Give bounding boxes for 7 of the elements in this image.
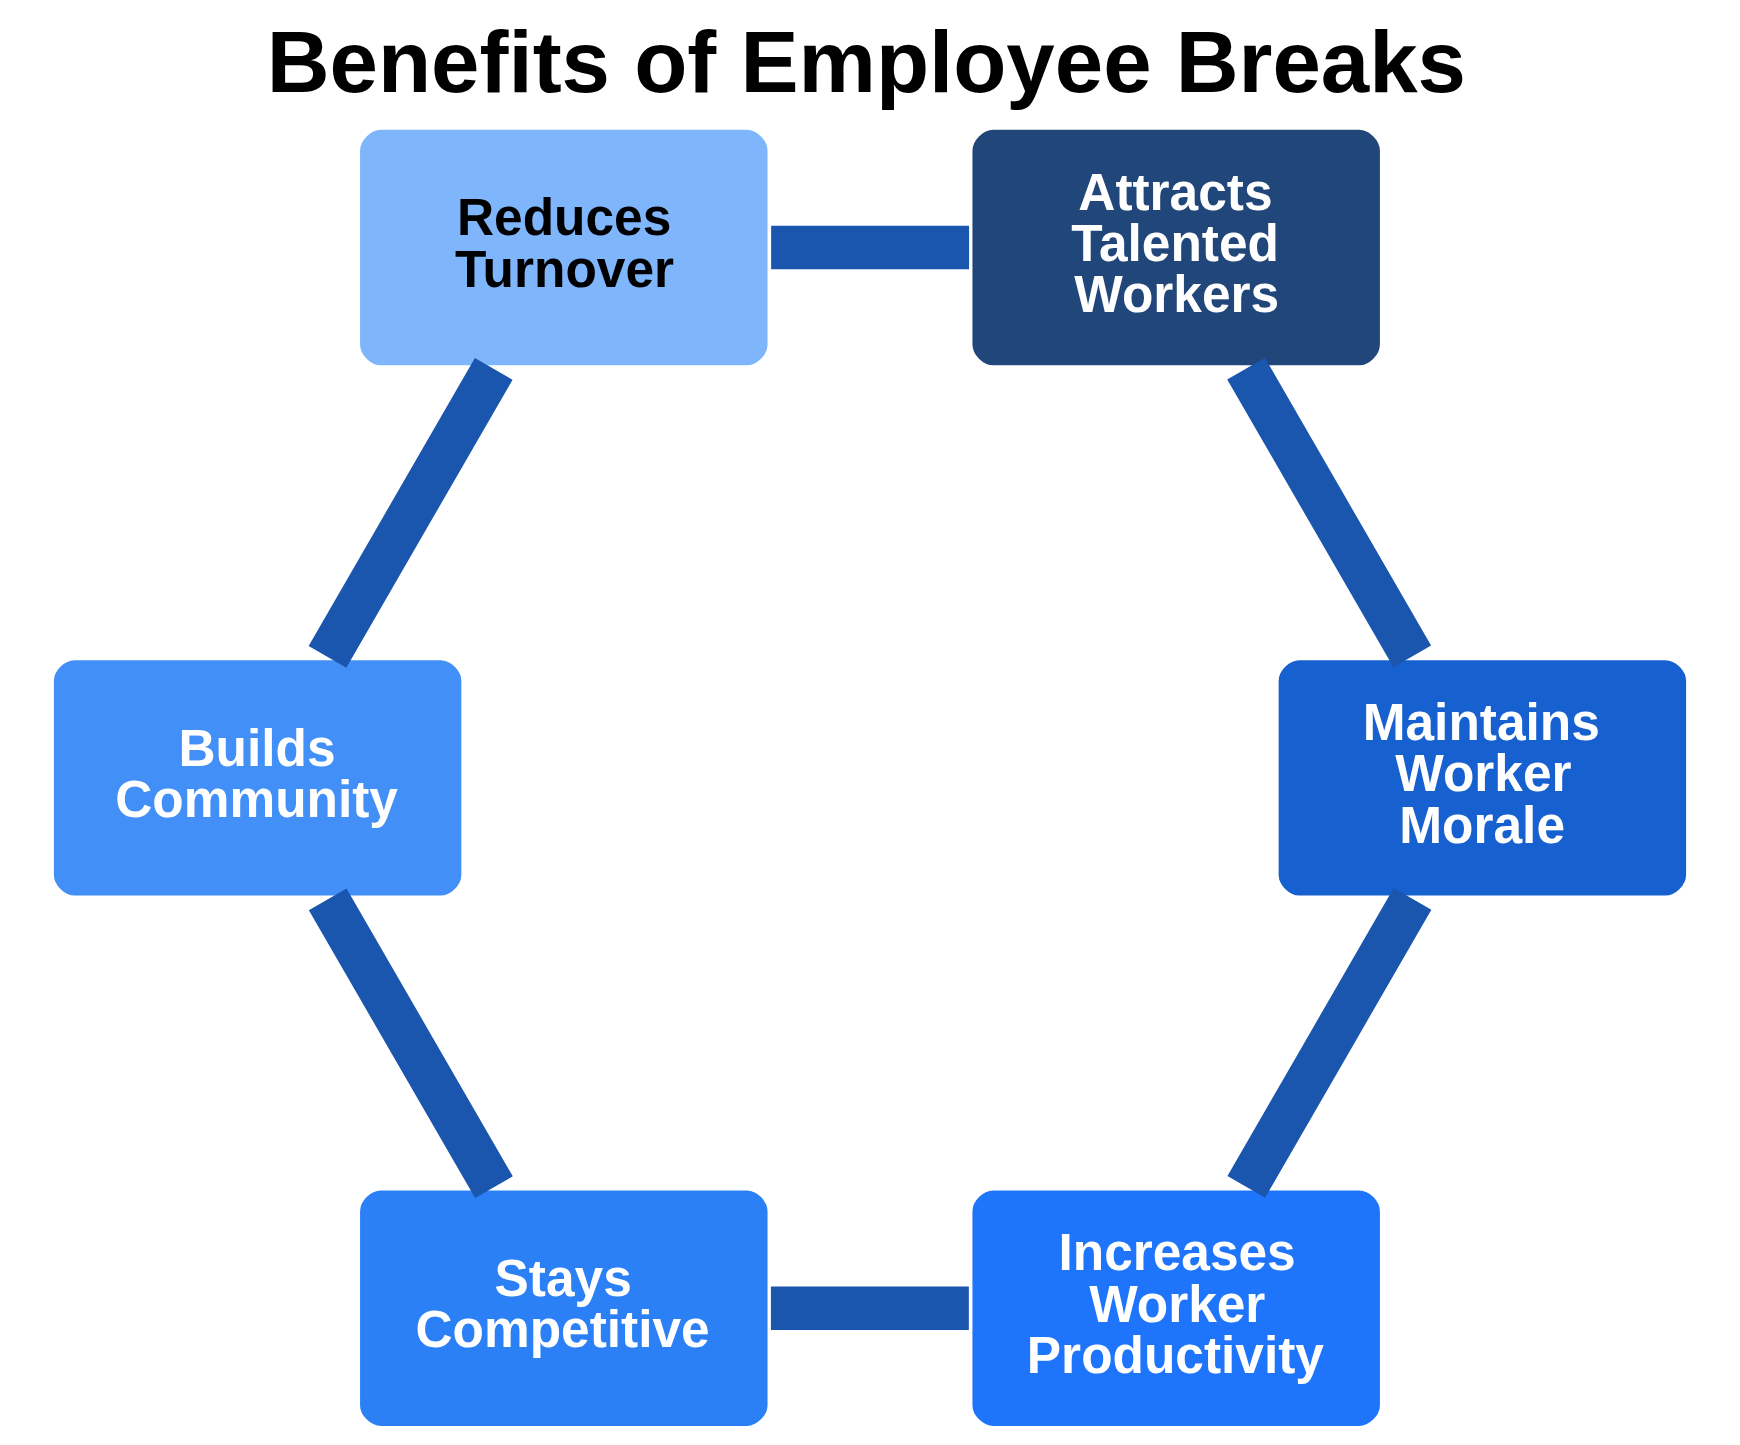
connector (770, 1286, 969, 1330)
connector (308, 358, 513, 668)
connector (1227, 357, 1432, 668)
diagram-title: Benefits of Employee Breaks (266, 12, 1467, 110)
connector (1227, 888, 1432, 1198)
connector (308, 888, 513, 1199)
connector (771, 225, 970, 270)
